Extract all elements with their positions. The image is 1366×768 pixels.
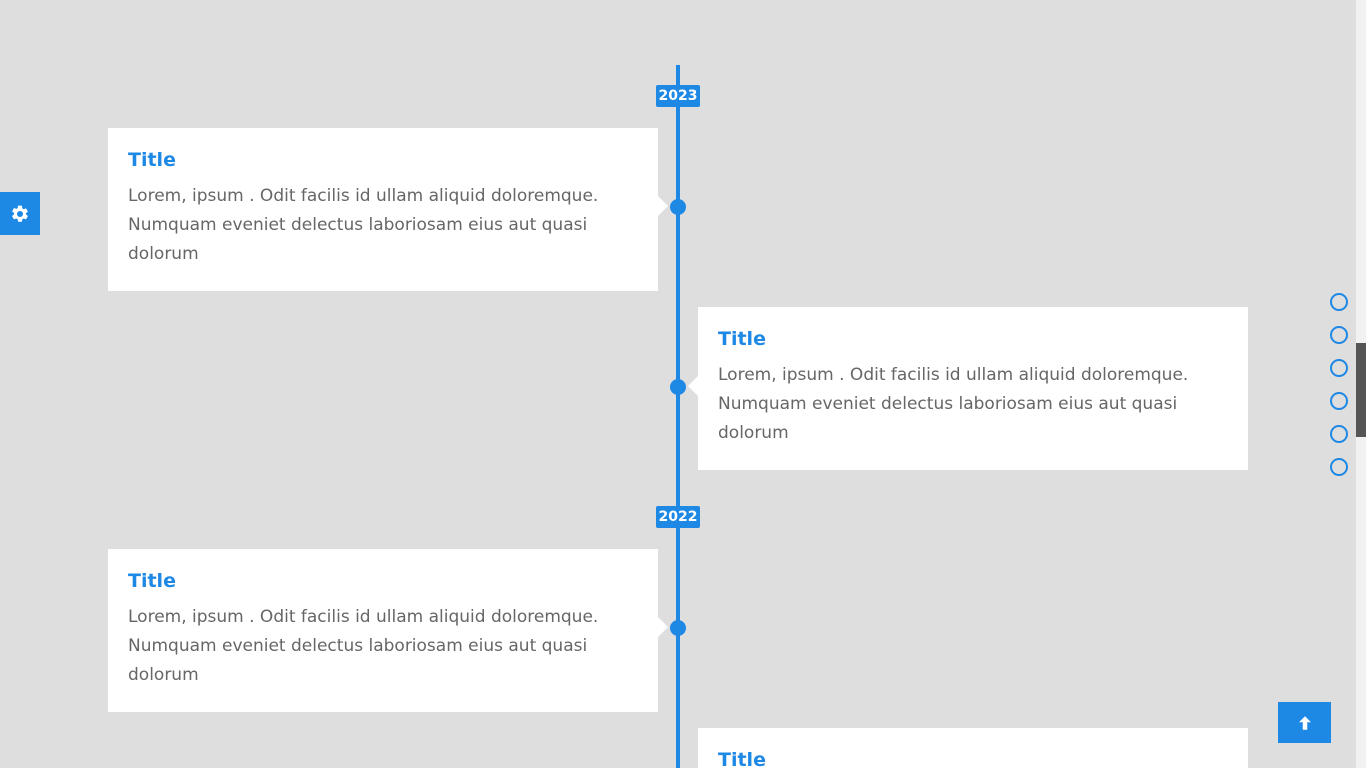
timeline-card: Title Lorem, ipsum . Odit facilis id ull… xyxy=(108,128,668,291)
gear-icon xyxy=(12,205,28,222)
timeline-card: Title Lorem, ipsum . Odit facilis id ull… xyxy=(108,549,668,712)
timeline-dot xyxy=(670,199,686,215)
card-body: Lorem, ipsum . Odit facilis id ullam ali… xyxy=(128,607,599,685)
timeline-card: Title Lorem, ipsum . Odit facilis id ull… xyxy=(688,307,1248,470)
arrow-up-icon xyxy=(1298,715,1311,730)
nav-dot[interactable] xyxy=(1330,359,1348,377)
scrollbar-thumb[interactable] xyxy=(1356,343,1366,437)
settings-button[interactable] xyxy=(0,192,40,235)
card-body: Lorem, ipsum . Odit facilis id ullam ali… xyxy=(128,186,599,264)
card-title: Title xyxy=(718,328,766,350)
card-title: Title xyxy=(718,749,766,768)
card-body: Lorem, ipsum . Odit facilis id ullam ali… xyxy=(718,365,1189,443)
timeline-dot xyxy=(670,620,686,636)
timeline-dot xyxy=(670,379,686,395)
timeline-line xyxy=(676,65,680,768)
timeline-card: Title xyxy=(698,728,1248,768)
nav-dot[interactable] xyxy=(1330,425,1348,443)
nav-dot[interactable] xyxy=(1330,326,1348,344)
nav-dot[interactable] xyxy=(1330,458,1348,476)
section-nav xyxy=(1330,293,1348,491)
card-title: Title xyxy=(128,570,176,592)
card-title: Title xyxy=(128,149,176,171)
year-badge-2023: 2023 xyxy=(656,85,700,107)
nav-dot[interactable] xyxy=(1330,293,1348,311)
back-to-top-button[interactable] xyxy=(1278,702,1331,743)
year-badge-2022: 2022 xyxy=(656,506,700,528)
nav-dot[interactable] xyxy=(1330,392,1348,410)
